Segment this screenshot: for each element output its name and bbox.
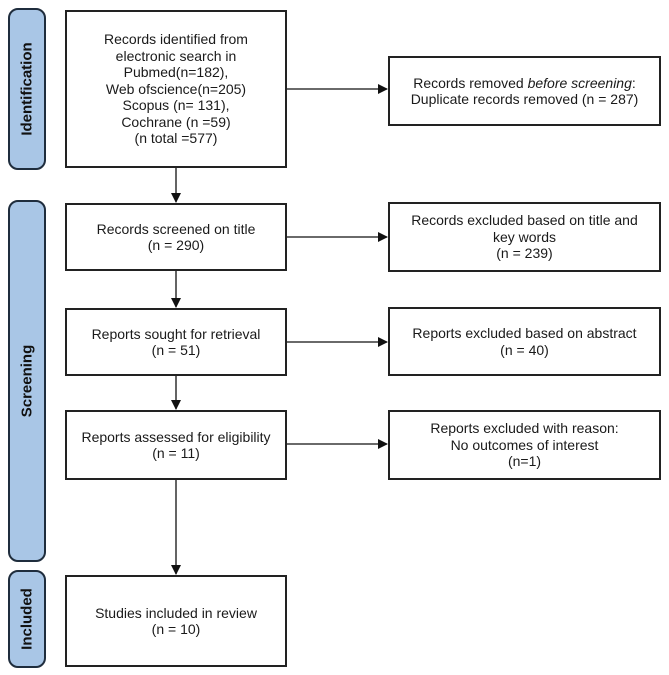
box-reports-sought: Reports sought for retrieval (n = 51): [65, 308, 287, 376]
box-excluded-title-text: Records excluded based on title and key …: [411, 212, 638, 262]
box-studies-included-text: Studies included in review (n = 10): [95, 604, 257, 638]
box-studies-included: Studies included in review (n = 10): [65, 575, 287, 667]
removed-suffix: :: [631, 74, 636, 91]
box-reports-assessed-text: Reports assessed for eligibility (n = 11…: [81, 428, 271, 462]
removed-line2: Duplicate records removed (n = 287): [410, 91, 639, 107]
removed-prefix: Records removed: [413, 74, 528, 91]
removed-italic: before screening: [527, 74, 632, 91]
box-records-screened: Records screened on title (n = 290): [65, 203, 287, 271]
box-excluded-reason: Reports excluded with reason: No outcome…: [388, 410, 661, 480]
box-records-removed: Records removed before screening: Duplic…: [388, 56, 661, 126]
box-records-identified-text: Records identified from electronic searc…: [104, 31, 248, 147]
box-excluded-abstract: Reports excluded based on abstract (n = …: [388, 307, 661, 376]
box-records-screened-text: Records screened on title (n = 290): [96, 220, 256, 254]
box-excluded-reason-text: Reports excluded with reason: No outcome…: [430, 420, 619, 470]
box-excluded-abstract-text: Reports excluded based on abstract (n = …: [412, 325, 637, 358]
box-excluded-title: Records excluded based on title and key …: [388, 202, 661, 272]
box-records-removed-text: Records removed before screening: Duplic…: [411, 75, 639, 108]
phase-identification: Identification: [8, 8, 46, 170]
phase-screening: Screening: [8, 200, 46, 562]
box-reports-assessed: Reports assessed for eligibility (n = 11…: [65, 410, 287, 480]
phase-included: Included: [8, 570, 46, 668]
box-records-identified: Records identified from electronic searc…: [65, 10, 287, 168]
box-reports-sought-text: Reports sought for retrieval (n = 51): [91, 325, 261, 359]
